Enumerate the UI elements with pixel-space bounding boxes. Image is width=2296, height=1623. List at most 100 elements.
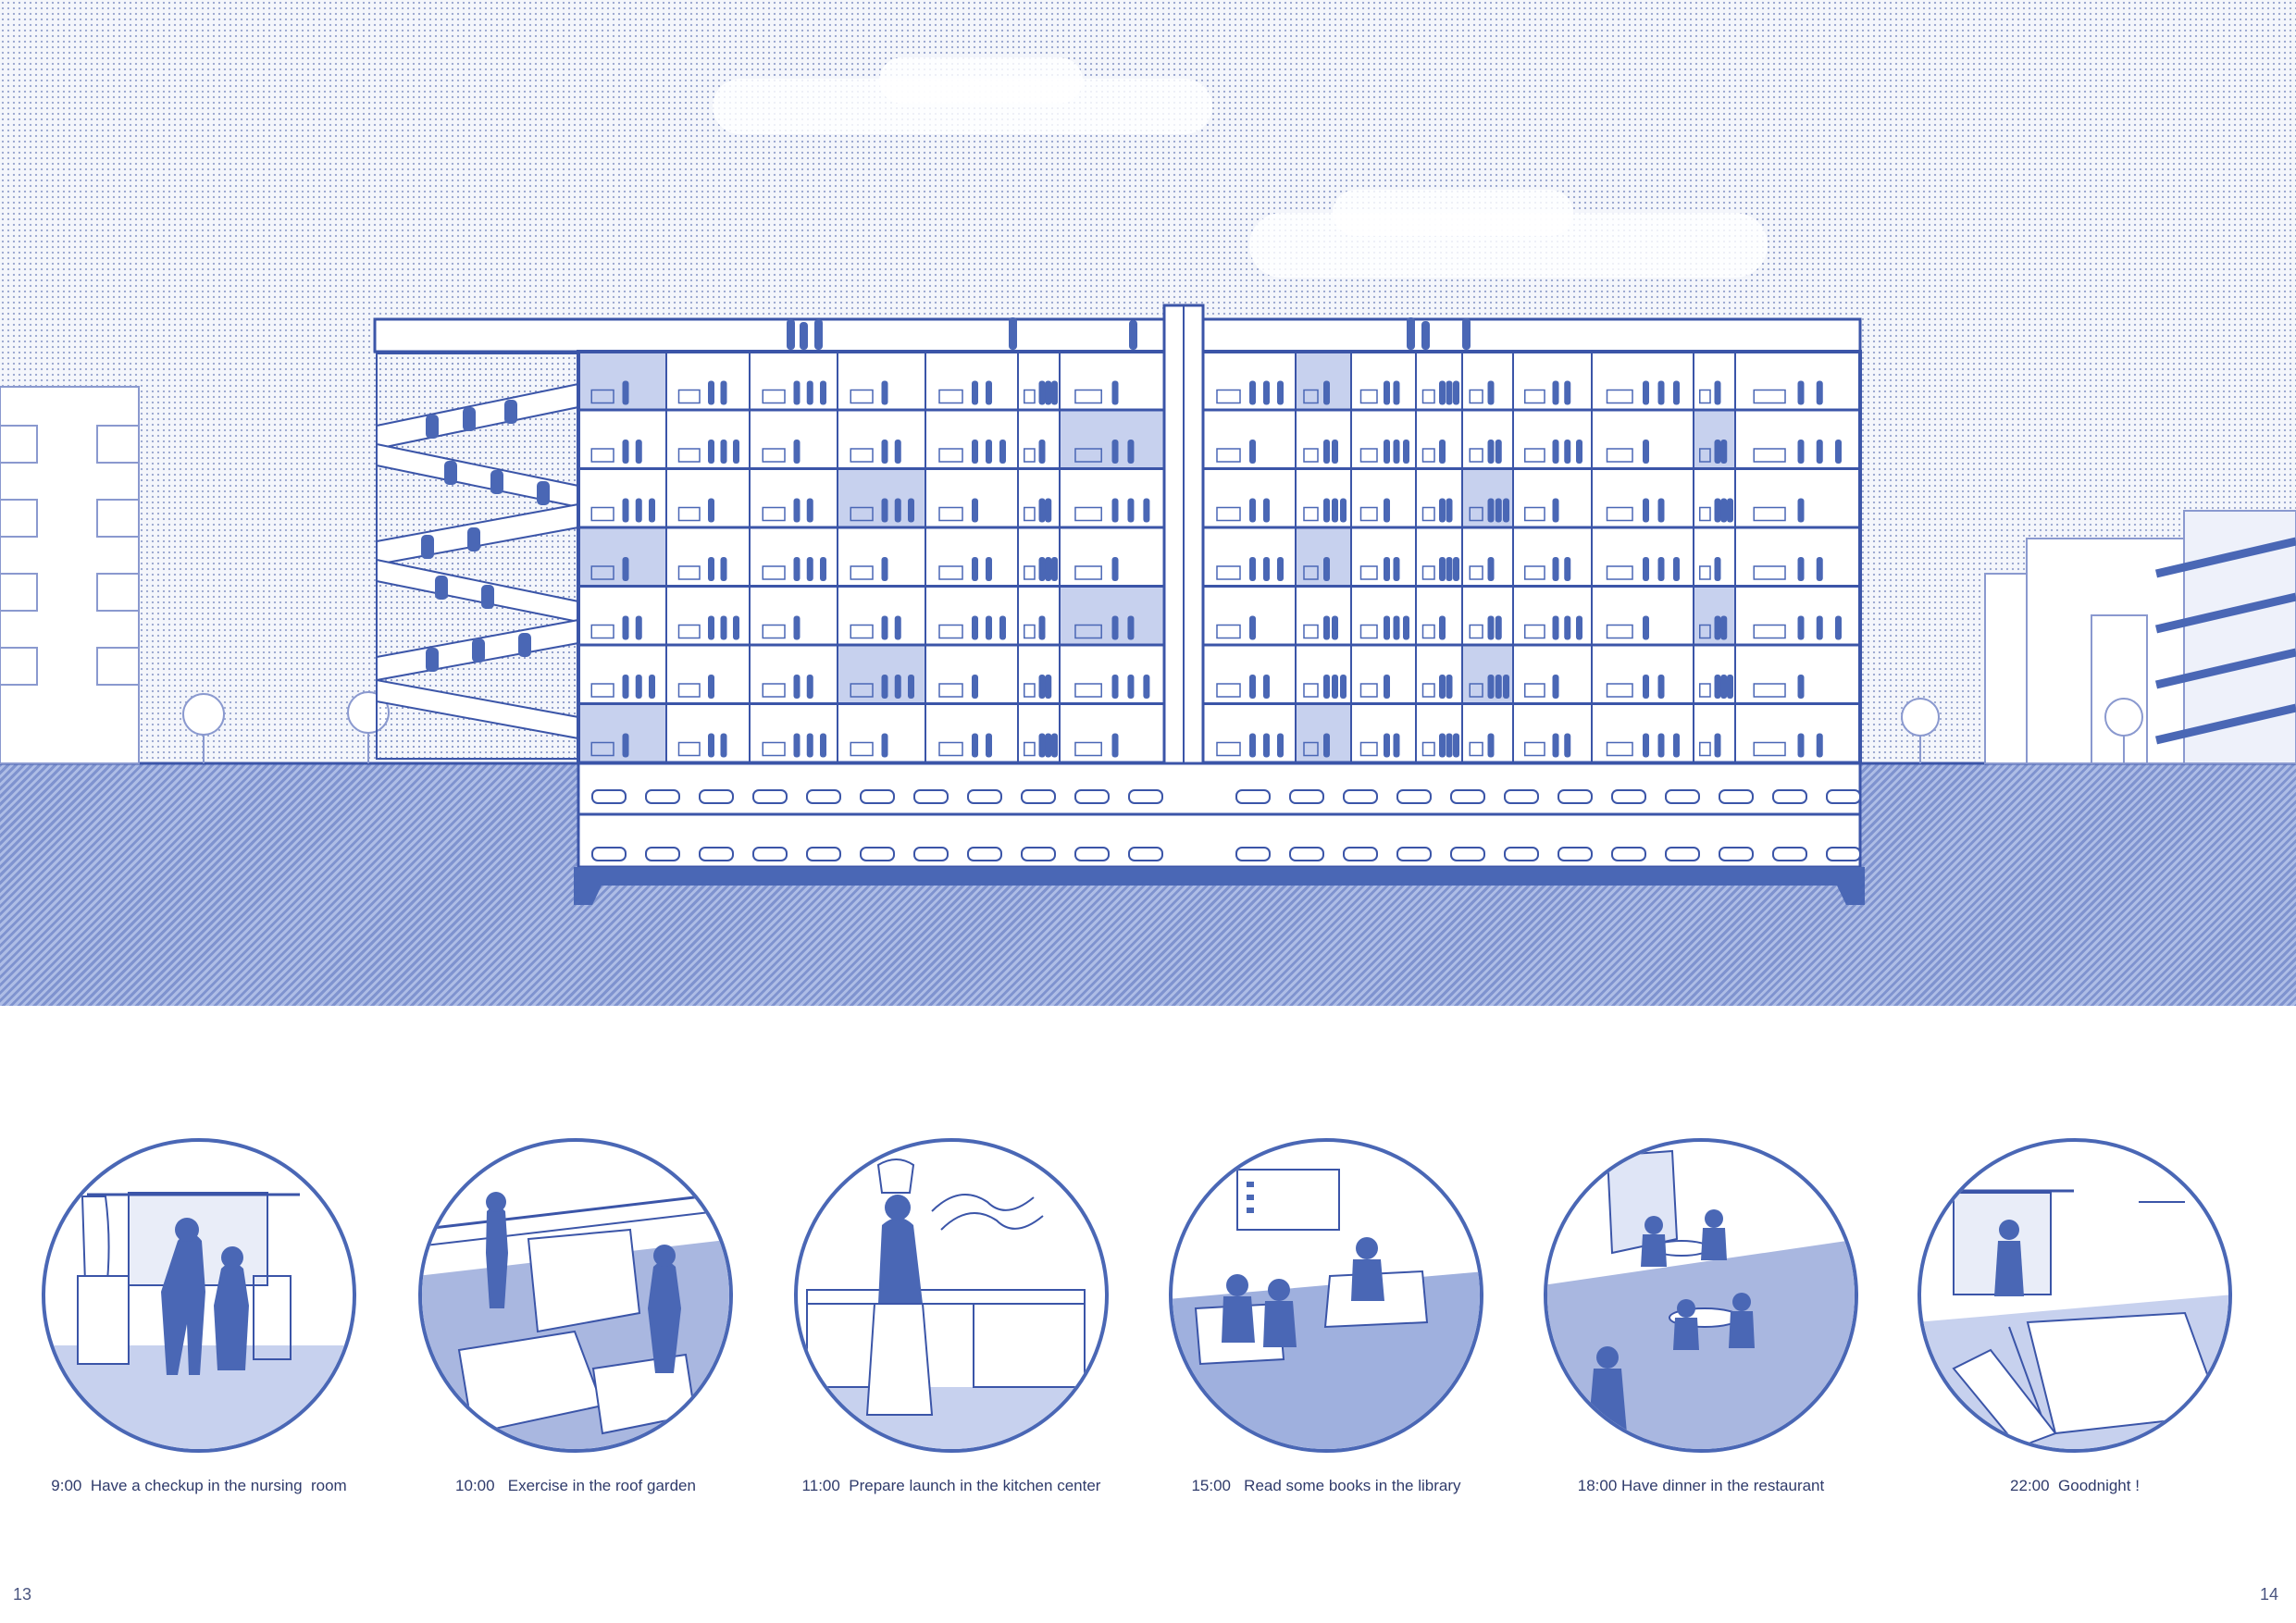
furniture <box>1524 389 1545 404</box>
person-figure <box>986 557 992 581</box>
car <box>1289 789 1324 804</box>
car <box>806 789 841 804</box>
furniture <box>1359 741 1378 757</box>
vignette-restaurant <box>1543 1137 1859 1454</box>
person-figure <box>986 380 992 405</box>
furniture <box>1074 624 1102 639</box>
person-figure <box>1727 675 1733 699</box>
furniture <box>1753 506 1786 522</box>
car <box>1772 789 1807 804</box>
furniture <box>1303 506 1319 522</box>
furniture <box>1074 389 1102 404</box>
person-figure <box>1127 498 1135 523</box>
person-figure <box>1332 498 1338 523</box>
furniture <box>1024 389 1036 404</box>
furniture <box>1753 389 1786 404</box>
furniture <box>1753 448 1786 463</box>
car <box>752 789 788 804</box>
car <box>1343 789 1378 804</box>
floor-grid <box>577 350 1862 765</box>
person-figure <box>720 557 727 581</box>
furniture <box>1699 683 1711 698</box>
vignette-library <box>1168 1137 1484 1454</box>
furniture <box>1421 741 1435 757</box>
person-figure <box>1446 733 1453 758</box>
vignette-nursing-room <box>41 1137 357 1454</box>
furniture <box>1303 741 1319 757</box>
person-figure <box>793 498 800 523</box>
person-figure <box>972 557 978 581</box>
car <box>1021 847 1056 861</box>
person-figure <box>1111 498 1119 523</box>
furniture <box>1303 448 1319 463</box>
person-figure <box>1657 380 1665 405</box>
furniture <box>1024 624 1036 639</box>
car <box>1665 847 1700 861</box>
person-figure <box>1439 498 1446 523</box>
person-figure <box>1720 615 1728 640</box>
person-figure <box>1111 675 1119 699</box>
furniture <box>1699 565 1711 580</box>
furniture <box>590 624 614 639</box>
person-figure <box>1277 557 1284 581</box>
furniture <box>1699 624 1711 639</box>
car <box>1074 847 1110 861</box>
car <box>1719 789 1754 804</box>
person-figure <box>1051 380 1058 405</box>
person-figure <box>1439 615 1446 640</box>
person-figure <box>1384 498 1390 523</box>
person-figure <box>1045 557 1052 581</box>
person-figure <box>1643 615 1649 640</box>
person-figure <box>622 675 629 699</box>
person-figure <box>1503 675 1509 699</box>
furniture <box>1303 389 1319 404</box>
cloud <box>879 57 1083 104</box>
person-figure <box>622 615 629 640</box>
car <box>1450 789 1485 804</box>
car <box>1504 847 1539 861</box>
car <box>1396 789 1432 804</box>
car <box>1235 847 1271 861</box>
furniture <box>590 565 614 580</box>
person-figure <box>793 557 800 581</box>
person-figure <box>1384 733 1390 758</box>
person-figure <box>1552 440 1559 464</box>
person-figure <box>793 380 800 405</box>
person-figure <box>972 615 978 640</box>
person-figure <box>1552 675 1559 699</box>
furniture <box>1606 448 1633 463</box>
furniture <box>1359 448 1378 463</box>
person-figure <box>1384 615 1390 640</box>
person-figure <box>1503 498 1509 523</box>
person-figure <box>1111 557 1119 581</box>
furniture <box>850 683 874 698</box>
person-figure <box>1249 440 1256 464</box>
person-figure <box>881 498 888 523</box>
person-figure <box>1657 733 1665 758</box>
person-figure <box>1797 733 1805 758</box>
page-number-right: 14 <box>2260 1585 2279 1604</box>
person-figure <box>1403 615 1409 640</box>
caption-bedroom: 22:00 Goodnight ! <box>2010 1477 2140 1494</box>
person-figure <box>1797 675 1805 699</box>
ramp-atrium <box>376 353 579 760</box>
person-figure <box>999 440 1006 464</box>
furniture <box>1074 448 1102 463</box>
person-figure <box>793 733 800 758</box>
person-figure <box>1797 557 1805 581</box>
person-figure <box>1552 557 1559 581</box>
person-figure <box>1340 498 1347 523</box>
person-figure <box>1249 380 1256 405</box>
furniture <box>1359 683 1378 698</box>
furniture <box>1753 565 1786 580</box>
person-figure <box>1384 440 1390 464</box>
furniture <box>850 624 874 639</box>
furniture <box>590 506 614 522</box>
furniture <box>938 565 963 580</box>
person-figure <box>1564 440 1571 464</box>
furniture <box>850 741 874 757</box>
person-figure <box>1277 380 1284 405</box>
person-figure <box>720 380 727 405</box>
person-figure <box>1657 675 1665 699</box>
person-figure <box>1446 380 1453 405</box>
